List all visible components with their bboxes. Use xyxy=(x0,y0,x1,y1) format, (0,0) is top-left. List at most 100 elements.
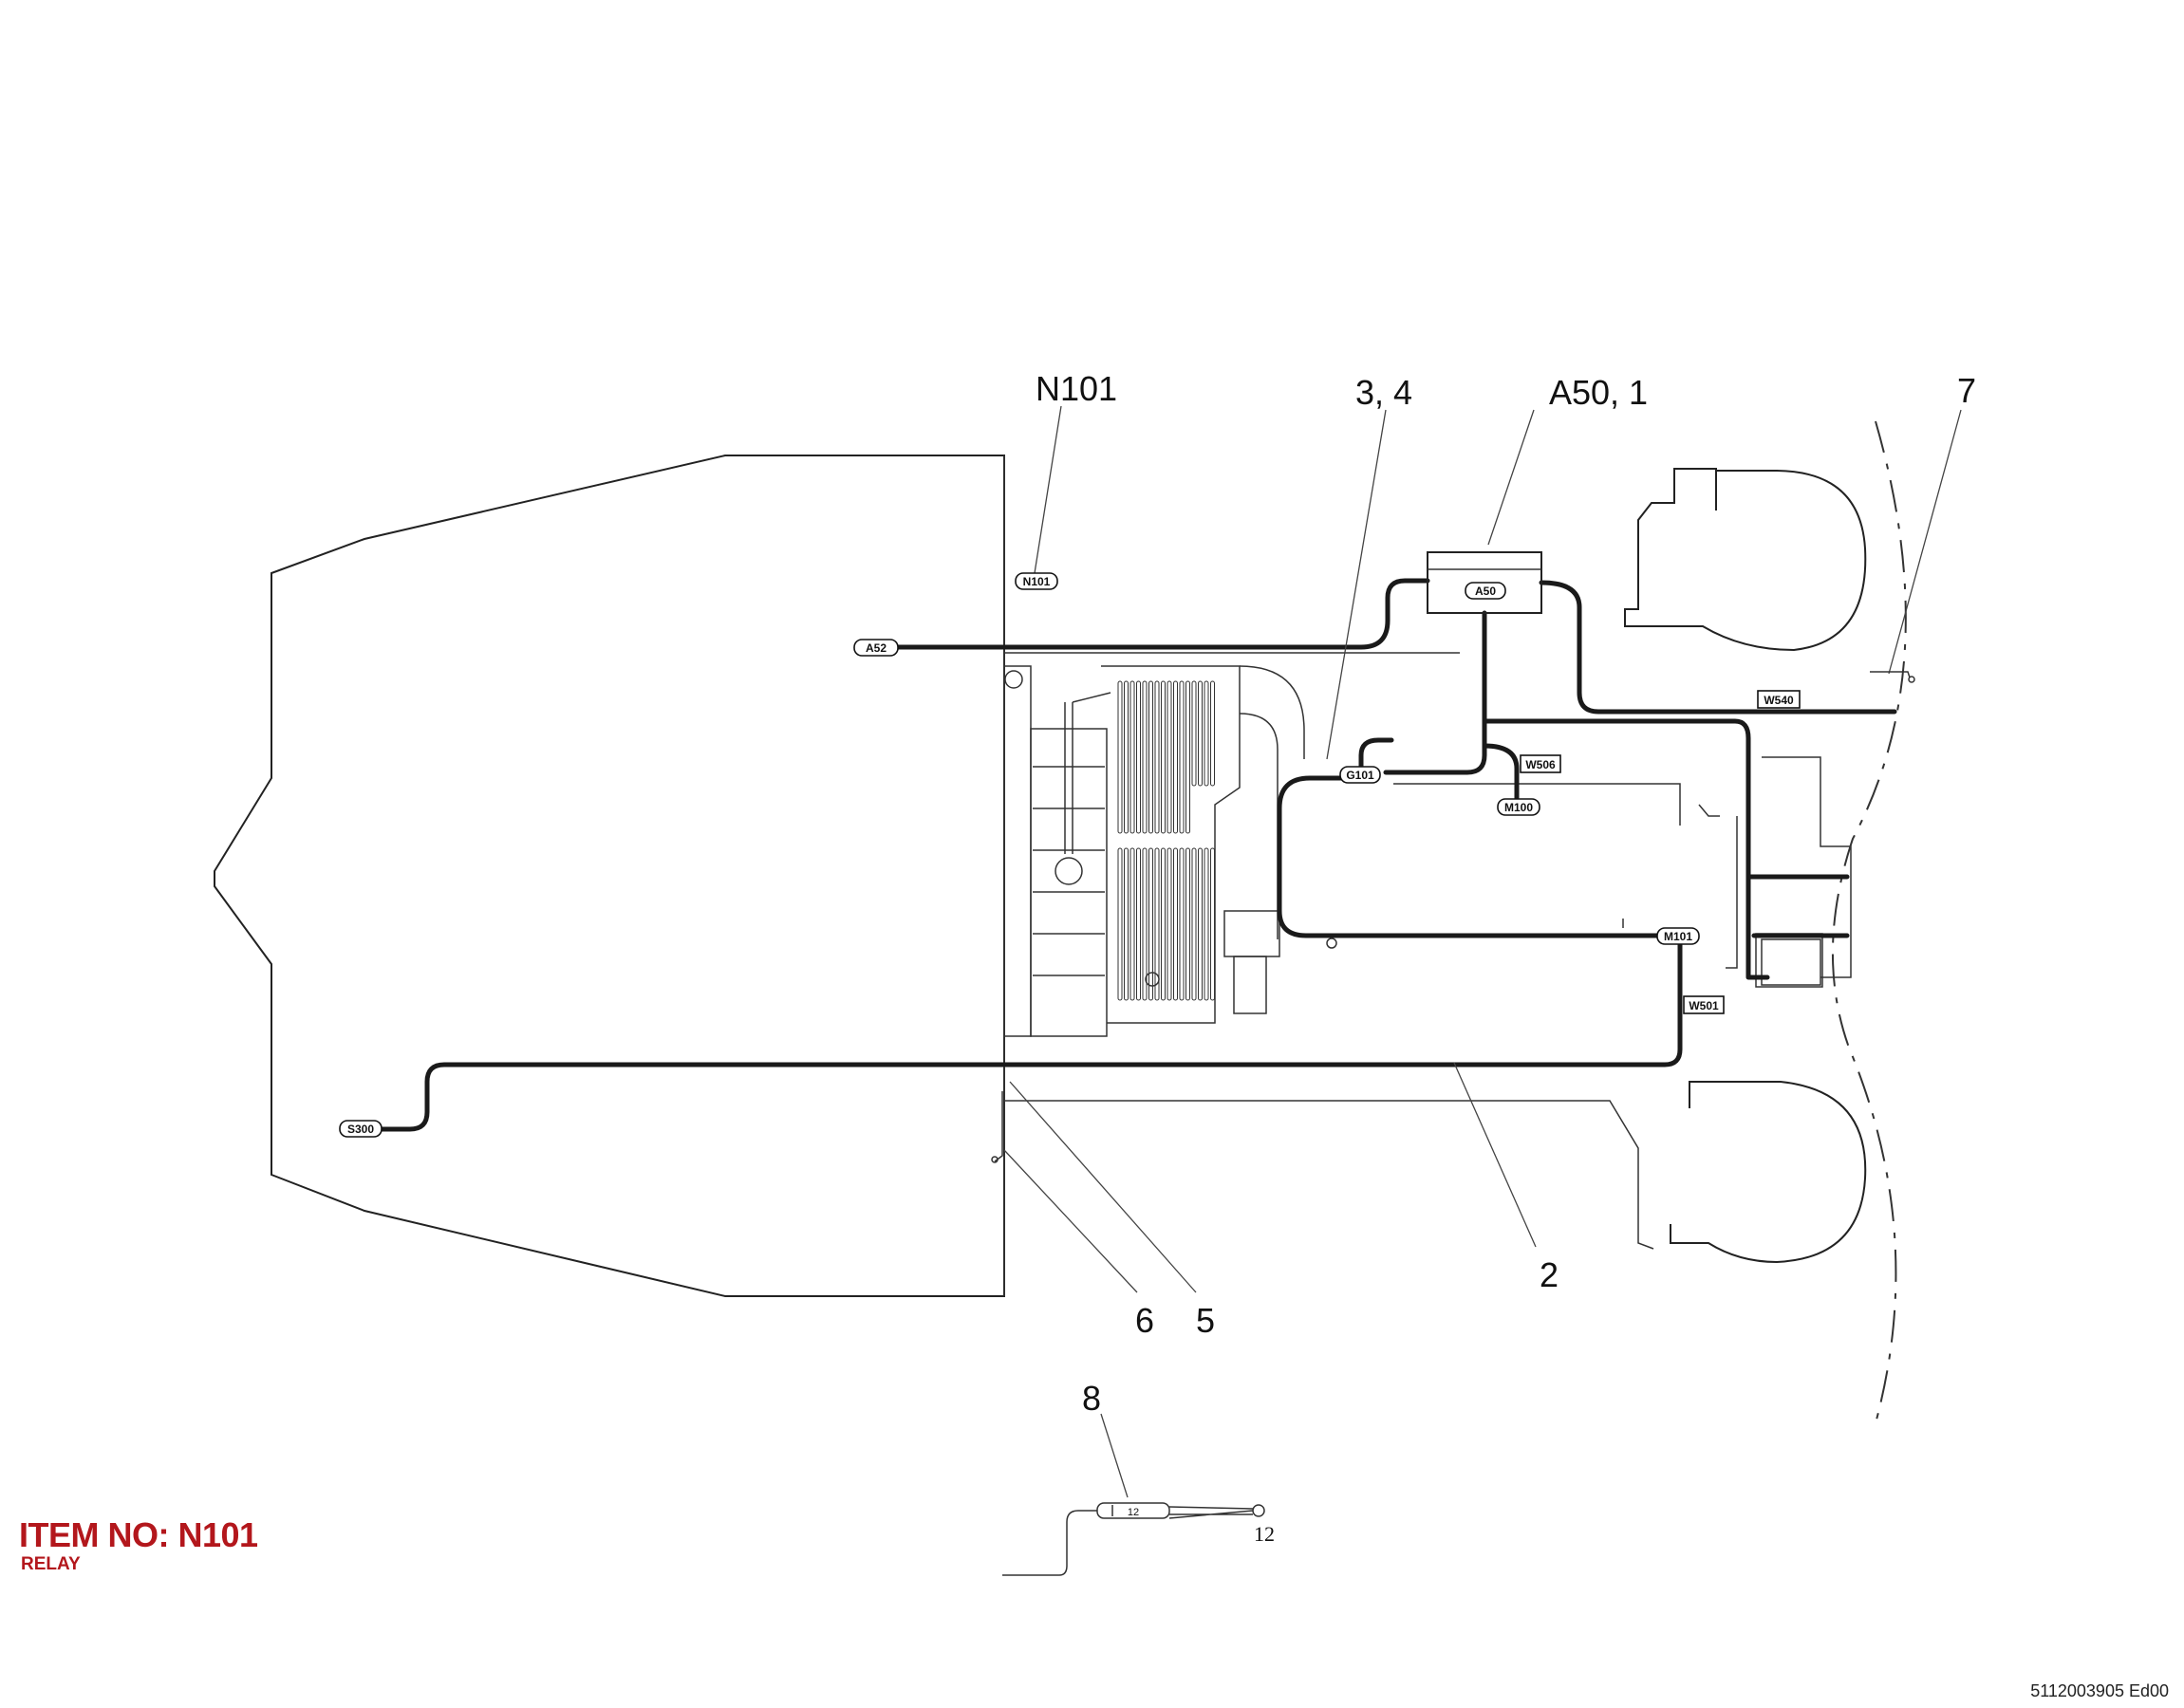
leader-7 xyxy=(1888,409,1962,675)
cooling-fin xyxy=(1179,680,1185,834)
leader-34 xyxy=(1326,409,1387,760)
cooling-fin xyxy=(1161,680,1166,834)
tag-s300[interactable]: S300 xyxy=(339,1120,383,1138)
harness-m100-spur xyxy=(1482,743,1520,806)
detail-8-leads xyxy=(1168,1506,1254,1519)
svg-text:W501: W501 xyxy=(1689,999,1719,1012)
connector-7 xyxy=(1870,671,1911,678)
leader-n101 xyxy=(1034,405,1062,574)
svg-text:S300: S300 xyxy=(347,1123,374,1136)
harness-right-branch xyxy=(1745,874,1850,938)
cooling-fin xyxy=(1167,847,1172,1001)
callout-2: 2 xyxy=(1540,1255,1559,1294)
cooling-fin xyxy=(1198,847,1203,1001)
connector-7-end xyxy=(1908,676,1915,683)
body-outline xyxy=(214,455,1005,1297)
tag-w506[interactable]: W506 xyxy=(1520,754,1561,773)
item-title: ITEM NO: N101 xyxy=(19,1515,258,1554)
cooling-fin xyxy=(1148,847,1153,1001)
radiator-assembly xyxy=(1003,665,1337,1037)
front-right-block xyxy=(1761,756,1852,986)
cooling-fin xyxy=(1173,680,1178,834)
callout-6: 6 xyxy=(1135,1301,1154,1340)
cooling-fins xyxy=(1117,680,1215,1001)
callout-5: 5 xyxy=(1196,1301,1215,1340)
harness-w501-s300 xyxy=(375,933,1683,1132)
leader-2 xyxy=(1453,1062,1537,1248)
module-a50-box xyxy=(1427,551,1542,614)
callout-a50-1: A50, 1 xyxy=(1549,373,1648,412)
tag-m100[interactable]: M100 xyxy=(1497,798,1540,816)
cooling-fin xyxy=(1161,847,1166,1001)
leader-6 xyxy=(1003,1149,1138,1293)
svg-text:N101: N101 xyxy=(1023,575,1051,588)
cooling-fin xyxy=(1173,847,1178,1001)
leader-5 xyxy=(1009,1081,1197,1293)
cooling-fin xyxy=(1117,847,1123,1001)
frame-line-bottom xyxy=(1004,1100,1654,1250)
svg-text:M101: M101 xyxy=(1664,930,1692,943)
item-subtitle: RELAY xyxy=(21,1554,81,1574)
harness-a52-route xyxy=(895,578,1430,650)
svg-text:W506: W506 xyxy=(1525,758,1556,771)
tag-m101[interactable]: M101 xyxy=(1656,927,1700,945)
cooling-fin xyxy=(1117,680,1123,834)
cooling-fin xyxy=(1154,847,1160,1001)
cooling-fin xyxy=(1185,847,1190,1001)
engine-bracket xyxy=(1698,804,1720,817)
harness-a50-w540 xyxy=(1539,580,1897,715)
detail-8-cable xyxy=(1002,1510,1097,1576)
cooling-fin xyxy=(1204,847,1209,1001)
cooling-fin xyxy=(1167,680,1172,834)
cooling-fin xyxy=(1191,847,1197,1001)
svg-text:M100: M100 xyxy=(1504,801,1533,814)
cooling-fin xyxy=(1179,847,1185,1001)
tag-a50[interactable]: A50 xyxy=(1465,582,1506,600)
harness-g101-spur xyxy=(1358,737,1394,770)
svg-text:A50: A50 xyxy=(1475,585,1496,598)
cooling-fin xyxy=(1142,847,1148,1001)
cooling-fin xyxy=(1210,847,1215,1001)
cooling-fin xyxy=(1142,680,1148,834)
cooling-fin xyxy=(1148,680,1153,834)
cooling-fin xyxy=(1191,680,1197,787)
cooling-fin xyxy=(1198,680,1203,787)
cooling-fin xyxy=(1204,680,1209,787)
svg-text:A52: A52 xyxy=(866,641,887,655)
wheel-lower xyxy=(1670,1081,1867,1264)
detail-8-fuse-label: 12 xyxy=(1128,1507,1139,1518)
svg-text:W540: W540 xyxy=(1764,694,1794,707)
tag-g101[interactable]: G101 xyxy=(1339,766,1381,784)
detail-8-terminal xyxy=(1252,1504,1265,1517)
callout-3-4: 3, 4 xyxy=(1355,373,1412,412)
cooling-fin xyxy=(1185,680,1190,834)
leader-8 xyxy=(1100,1413,1129,1498)
harness-main-loop xyxy=(1383,610,1770,980)
cooling-fin xyxy=(1136,847,1141,1001)
document-code: 5112003905 Ed00 xyxy=(2030,1681,2169,1700)
cooling-fin xyxy=(1136,680,1141,834)
tag-w540[interactable]: W540 xyxy=(1757,690,1801,709)
cooling-fin xyxy=(1129,680,1135,834)
connector-5-6 xyxy=(994,1067,1005,1162)
callout-n101: N101 xyxy=(1036,369,1117,408)
leader-a50 xyxy=(1487,409,1535,546)
callout-7: 7 xyxy=(1957,371,1976,410)
connector-6-end xyxy=(991,1156,999,1163)
engine-block xyxy=(1393,783,1738,969)
detail-8-terminal-label: 12 xyxy=(1254,1522,1275,1546)
cooling-fin xyxy=(1124,847,1129,1001)
front-arc xyxy=(1832,420,1907,1424)
svg-text:G101: G101 xyxy=(1346,769,1374,782)
callout-8: 8 xyxy=(1082,1379,1101,1418)
cooling-fin xyxy=(1154,680,1160,834)
wheel-upper xyxy=(1624,468,1867,652)
cooling-fin xyxy=(1129,847,1135,1001)
cooling-fin xyxy=(1210,680,1215,787)
tag-n101[interactable]: N101 xyxy=(1015,572,1058,590)
tag-a52[interactable]: A52 xyxy=(853,639,899,657)
cooling-fin xyxy=(1124,680,1129,834)
harness-mid xyxy=(1277,718,1673,938)
tag-w501[interactable]: W501 xyxy=(1683,995,1725,1014)
